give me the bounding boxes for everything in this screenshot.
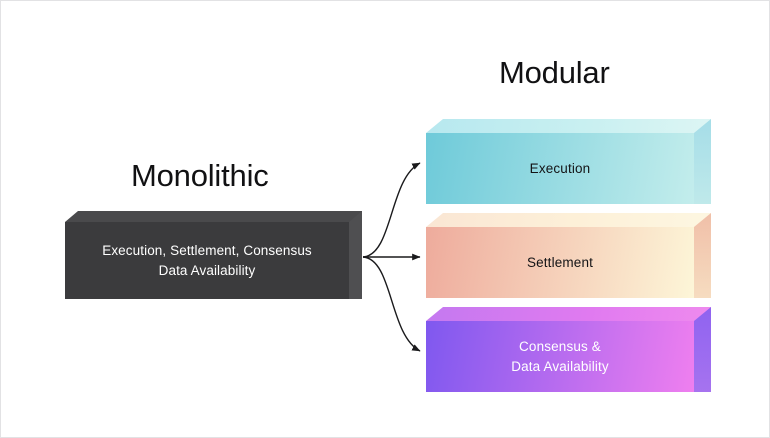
modular-box-consensus: Consensus & Data Availability xyxy=(426,307,711,392)
execution-box-side-face xyxy=(694,119,711,204)
settlement-box-side-face xyxy=(694,213,711,298)
execution-label: Execution xyxy=(529,160,591,176)
execution-box-front-face: Execution xyxy=(426,133,694,204)
consensus-box-top-face xyxy=(426,307,711,321)
modular-box-settlement: Settlement xyxy=(426,213,711,298)
monolithic-box: Execution, Settlement, Consensus Data Av… xyxy=(65,211,362,299)
consensus-label-line2: Data Availability xyxy=(511,358,609,374)
settlement-label: Settlement xyxy=(526,254,594,270)
monolithic-box-top-face xyxy=(65,211,362,222)
arrow-to-execution xyxy=(362,162,421,258)
execution-box-top-face xyxy=(426,119,711,133)
settlement-box-front-face: Settlement xyxy=(426,227,694,298)
monolithic-box-side-face xyxy=(349,211,362,299)
monolithic-label-line1: Execution, Settlement, Consensus xyxy=(102,242,312,258)
page-title-modular: Modular xyxy=(499,55,610,90)
arrow-to-consensus xyxy=(362,256,421,352)
page-title-monolithic: Monolithic xyxy=(131,158,269,193)
monolithic-box-front-face: Execution, Settlement, Consensus Data Av… xyxy=(65,222,349,299)
monolithic-label-line2: Data Availability xyxy=(158,262,256,278)
consensus-label-line1: Consensus & xyxy=(519,338,601,354)
settlement-box-top-face xyxy=(426,213,711,227)
modular-box-execution: Execution xyxy=(426,119,711,204)
consensus-box-side-face xyxy=(694,307,711,392)
consensus-box-front-face: Consensus & Data Availability xyxy=(426,321,694,392)
